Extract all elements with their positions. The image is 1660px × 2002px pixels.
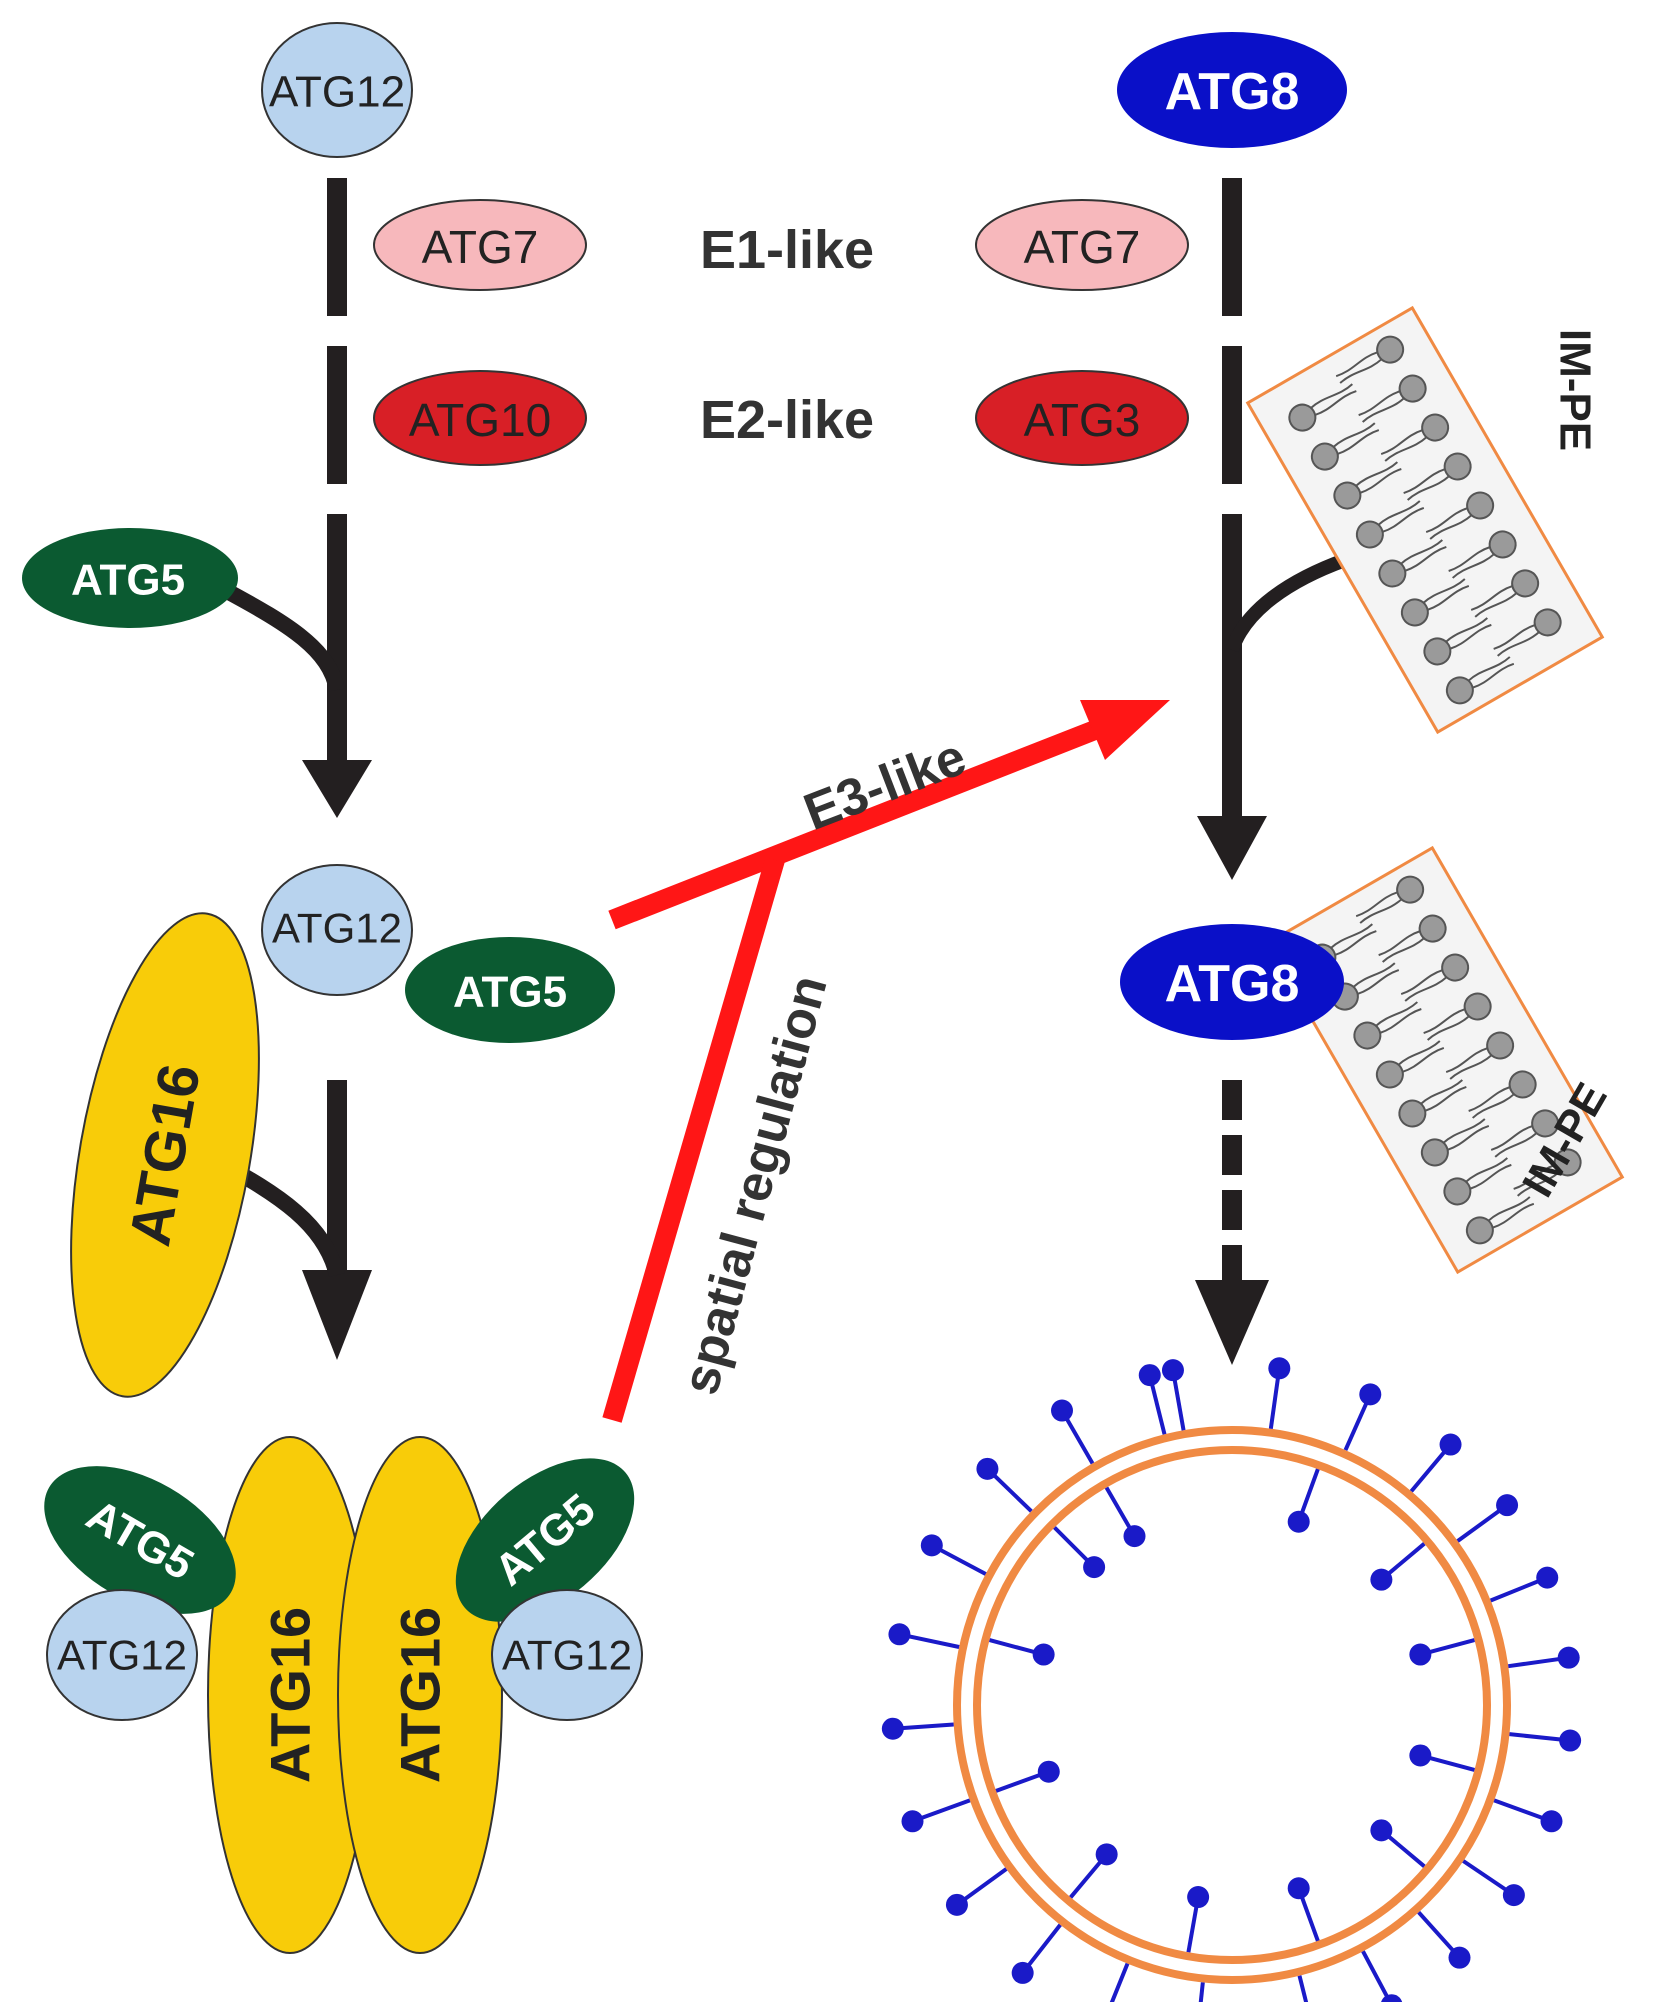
atg3: ATG3: [975, 370, 1189, 466]
atg8-marker-outer-head: [1448, 1946, 1471, 1969]
atg12-top-label: ATG12: [269, 68, 405, 117]
e1-like-label: E1-like: [700, 220, 874, 280]
atg8-marker-outer-head: [1536, 1566, 1559, 1589]
atg8-marker-inner-head: [1083, 1556, 1106, 1579]
atg7-left-label: ATG7: [422, 221, 539, 273]
atg10-label: ATG10: [409, 394, 551, 446]
atg5-join-label: ATG5: [71, 556, 185, 605]
lipid-bilayer-icon: [1248, 308, 1603, 732]
atg8-pathway-line: [1195, 178, 1269, 1365]
im-pe-membrane-top: IM-PE: [1225, 308, 1603, 732]
atg12-top: ATG12: [261, 22, 413, 158]
atg8-marker-inner-head: [1409, 1744, 1432, 1767]
atg8-marker-outer-head: [888, 1623, 911, 1646]
atg8-marker-inner-head: [1287, 1510, 1310, 1533]
atg5-join: ATG5: [22, 528, 345, 692]
atg12-atg5-atg16-complex: ATG16 ATG16 ATG5 ATG5 ATG12 ATG12: [44, 1436, 643, 1954]
atg8-marker-outer-head: [1557, 1646, 1580, 1669]
atg8-marker-outer-head: [1268, 1357, 1291, 1380]
atg8-pe-label: ATG8: [1165, 955, 1300, 1013]
atg12-pathway-line: [302, 178, 372, 1360]
atg8-marker-inner-head: [1287, 1877, 1310, 1900]
atg8-marker-outer-head: [976, 1457, 999, 1480]
atg16-complex-right-label: ATG16: [389, 1607, 452, 1783]
atg8-marker-outer-head: [1011, 1961, 1034, 1984]
atg12-complex-left-label: ATG12: [57, 1632, 187, 1679]
atg8-marker-outer-head: [1502, 1884, 1525, 1907]
atg7-right: ATG7: [975, 199, 1189, 291]
autophagosome-icon: [881, 1357, 1582, 2002]
e2-like-label: E2-like: [700, 390, 874, 450]
atg8-top-label: ATG8: [1165, 63, 1300, 121]
atg5-conjugate-label: ATG5: [453, 968, 567, 1017]
atg8-marker-inner-head: [1032, 1643, 1055, 1666]
atg12-conjugate-label: ATG12: [272, 905, 402, 952]
atg8-marker-inner-head: [1370, 1568, 1393, 1591]
atg8-marker-outer-stem: [1361, 1950, 1393, 2002]
atg8-marker-inner-head: [1187, 1886, 1210, 1909]
atg8-pe-conjugate: ATG8 IM-PE: [1120, 848, 1622, 1272]
atg8-marker-outer-head: [1540, 1810, 1563, 1833]
atg12-atg5-conjugate: ATG12 ATG5: [261, 864, 615, 1043]
lipid-bilayer-icon: [1268, 848, 1623, 1272]
im-pe-top-label: IM-PE: [1551, 329, 1600, 451]
atg8-marker-outer-head: [1496, 1494, 1519, 1517]
atg7-left: ATG7: [373, 199, 587, 291]
atg12-complex-right-label: ATG12: [502, 1632, 632, 1679]
atg8-marker-outer-head: [945, 1893, 968, 1916]
e3-like-arrow: E3-like spatial regulation: [602, 700, 1170, 1423]
atg16-join: ATG16: [70, 912, 345, 1398]
atg8-marker-outer-head: [1439, 1433, 1462, 1456]
atg8-marker-outer-head: [1161, 1359, 1184, 1382]
atg8-marker-inner-head: [1370, 1819, 1393, 1842]
atg8-top: ATG8: [1117, 32, 1347, 148]
atg8-marker-outer-head: [920, 1534, 943, 1557]
spatial-regulation-label: spatial regulation: [671, 970, 838, 1401]
atg8-marker-outer-head: [1051, 1399, 1073, 1422]
atg8-marker-outer-stem: [1109, 1962, 1130, 2002]
atg10: ATG10: [373, 370, 587, 466]
atg8-marker-outer-stem: [1297, 1975, 1309, 2002]
atg8-marker-outer-head: [881, 1717, 904, 1740]
atg16-complex-left-label: ATG16: [259, 1607, 322, 1783]
e3-like-label: E3-like: [796, 728, 973, 842]
atg8-marker-outer-head: [901, 1810, 924, 1833]
atg8-marker-inner-head: [1037, 1760, 1060, 1783]
atg8-marker-inner-head: [1123, 1525, 1146, 1548]
atg8-marker-outer-head: [1138, 1364, 1161, 1387]
atg8-marker-inner-head: [1409, 1643, 1432, 1666]
atg8-marker-inner-head: [1095, 1843, 1118, 1866]
atg8-marker-outer-head: [1359, 1383, 1382, 1406]
atg8-marker-outer-head: [1559, 1729, 1582, 1752]
atg8-marker-outer-head: [1381, 1994, 1403, 2002]
atg7-right-label: ATG7: [1024, 221, 1141, 273]
atg3-label: ATG3: [1024, 394, 1141, 446]
atg8-marker-outer-stem: [1198, 1982, 1205, 2002]
